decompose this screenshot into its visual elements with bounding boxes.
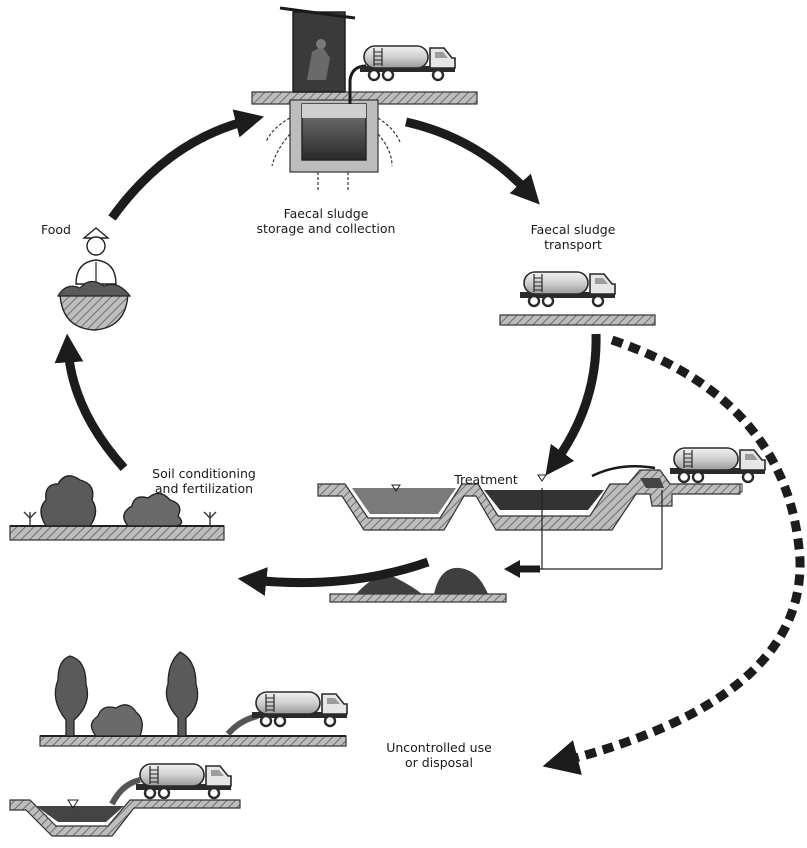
transport-illustration xyxy=(499,270,656,326)
farmer-food-illustration xyxy=(56,227,132,331)
arrow-transport-to-treatment xyxy=(545,333,601,476)
label-storage-line2: storage and collection xyxy=(256,221,396,236)
label-uncontrolled-line1: Uncontrolled use xyxy=(386,740,492,755)
label-uncontrolled-line2: or disposal xyxy=(405,755,473,770)
label-soil-line1: Soil conditioning xyxy=(152,466,256,481)
label-soil-conditioning: Soil conditioning and fertilization xyxy=(134,466,274,496)
cycle-arrows xyxy=(54,109,601,596)
arrow-food-to-storage xyxy=(108,109,264,221)
label-storage-line1: Faecal sludge xyxy=(283,206,369,221)
label-soil-line2: and fertilization xyxy=(154,481,254,496)
label-transport: Faecal sludge transport xyxy=(518,222,628,252)
arrow-soil-to-food xyxy=(54,333,128,472)
arrow-storage-to-transport xyxy=(405,117,540,205)
arrow-treatment-to-soil xyxy=(237,557,430,596)
arrow-uncontrolled-dashed xyxy=(542,335,805,776)
uncontrolled-disposal-illustration xyxy=(9,651,349,837)
storage-collection-illustration xyxy=(251,6,478,190)
label-storage-collection: Faecal sludge storage and collection xyxy=(246,206,406,236)
label-transport-line2: transport xyxy=(544,237,602,252)
label-uncontrolled: Uncontrolled use or disposal xyxy=(374,740,504,770)
label-treatment: Treatment xyxy=(454,472,518,487)
label-transport-line1: Faecal sludge xyxy=(530,222,616,237)
soil-conditioning-illustration xyxy=(9,475,225,541)
treatment-illustration xyxy=(317,446,767,570)
label-food: Food xyxy=(41,222,71,237)
